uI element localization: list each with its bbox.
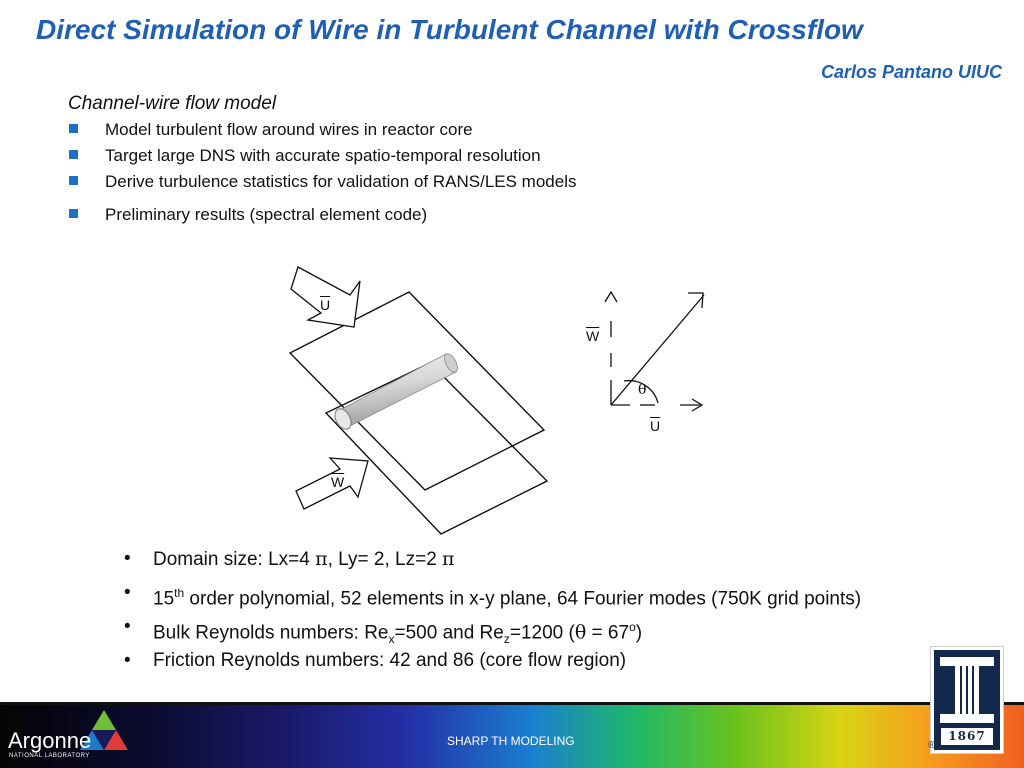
column-icon [934, 650, 1000, 750]
diagram-label-theta: θ [638, 382, 647, 398]
uiuc-seal: 1867 [930, 646, 1004, 754]
list-item: • Bulk Reynolds numbers: Rex=500 and Rez… [124, 616, 643, 647]
list-item: • Domain size: Lx=4 π, Ly= 2, Lz=2 π [124, 548, 455, 570]
velocity-vector-diagram [604, 290, 705, 412]
footer-divider [0, 702, 1024, 705]
slide-title: Direct Simulation of Wire in Turbulent C… [36, 14, 863, 45]
slide-author: Carlos Pantano UIUC [820, 62, 1002, 82]
footer-gradient-bar [0, 702, 1024, 768]
square-bullet-icon [69, 209, 78, 218]
bullet-list: Model turbulent flow around wires in rea… [68, 120, 576, 231]
registered-mark: ® [928, 740, 936, 751]
square-bullet-icon [69, 124, 78, 133]
square-bullet-icon [69, 150, 78, 159]
list-item: Target large DNS with accurate spatio-te… [68, 146, 576, 172]
footer-text: SHARP TH MODELING [447, 734, 575, 748]
diagram-label-w-bottom: W [331, 474, 345, 490]
list-item: Preliminary results (spectral element co… [68, 205, 576, 231]
wire-cylinder [334, 353, 458, 430]
square-bullet-icon [69, 176, 78, 185]
list-item: • Friction Reynolds numbers: 42 and 86 (… [124, 650, 627, 671]
section-subtitle: Channel-wire flow model [68, 93, 277, 114]
diagram-label-u-vector: U [650, 418, 661, 434]
argonne-triangle-icon [80, 710, 128, 750]
channel-wire-diagram [288, 266, 705, 535]
w-flow-arrow [295, 457, 369, 510]
u-flow-arrow [290, 266, 361, 328]
list-item: • 15th order polynomial, 52 elements in … [124, 582, 862, 610]
channel-top-plate [288, 291, 546, 491]
diagram-label-w-vector: W [586, 328, 600, 344]
details-list: • Domain size: Lx=4 π, Ly= 2, Lz=2 π • 1… [122, 547, 861, 683]
diagram-label-u-top: U [320, 297, 331, 313]
channel-bottom-plate [324, 362, 549, 535]
list-item: Model turbulent flow around wires in rea… [68, 120, 576, 146]
list-item: Derive turbulence statistics for validat… [68, 172, 576, 198]
argonne-logo: Argonne NATIONAL LABORATORY [6, 706, 136, 762]
